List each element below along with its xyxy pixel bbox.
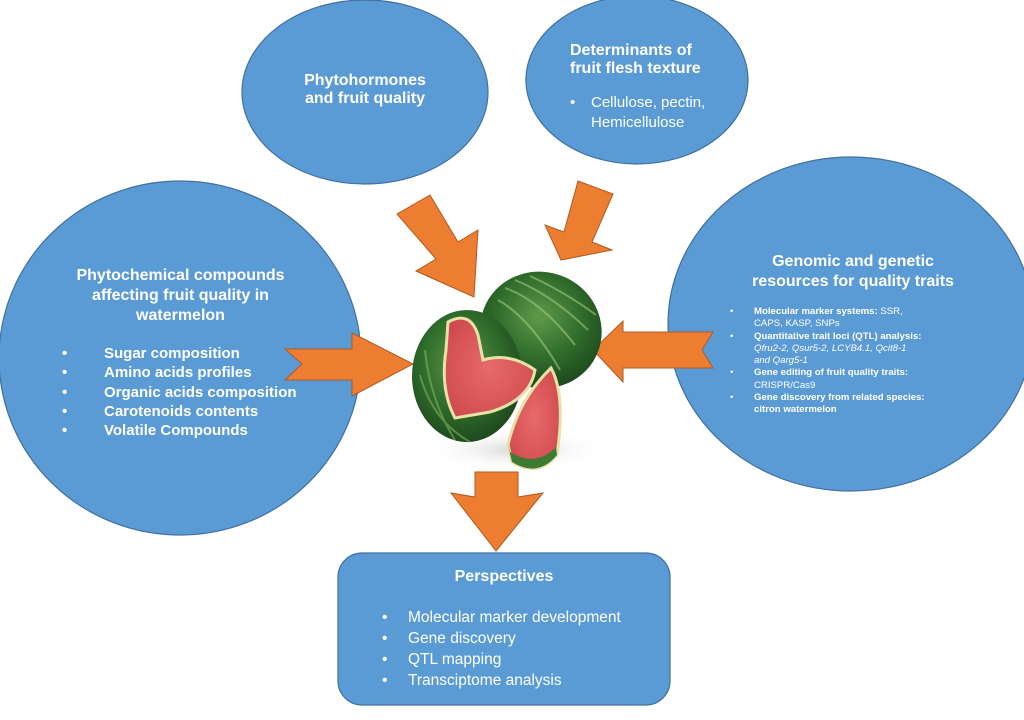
arrow-phytochemical-to-center xyxy=(283,332,415,397)
arrow-texture-to-center xyxy=(544,180,614,261)
genomic-list: • Molecular marker systems: SSR, CAPS, K… xyxy=(728,306,978,417)
list-item: • Gene editing of fruit quality traits: … xyxy=(730,367,909,391)
bubble-phytohormones xyxy=(241,0,489,185)
list-item: • Gene discovery from related species: c… xyxy=(730,392,925,416)
texture-list: • Cellulose, pectin, Hemicellulose xyxy=(564,93,724,133)
watermelon-flesh-cut xyxy=(442,316,537,420)
texture-title: Determinants of fruit flesh texture xyxy=(570,42,701,78)
bullet-icon: • xyxy=(382,630,388,648)
list-item: •Amino acids profiles xyxy=(62,364,252,382)
perspectives-list: •Molecular marker development •Gene disc… xyxy=(382,607,670,691)
list-item: •Transciptome analysis xyxy=(382,672,562,690)
list-item: • Cellulose, pectin, Hemicellulose xyxy=(570,93,706,131)
node-texture: Determinants of fruit flesh texture • Ce… xyxy=(564,42,724,133)
bullet-icon: • xyxy=(382,609,388,627)
bullet-icon: • xyxy=(62,345,68,362)
list-item: •Sugar composition xyxy=(62,345,240,362)
bullet-icon: • xyxy=(62,383,68,401)
arrow-genomic-to-center xyxy=(592,319,714,384)
arrow-phytohormones-to-center xyxy=(396,194,479,298)
genomic-title: Genomic and genetic resources for qualit… xyxy=(752,253,954,290)
bullet-icon: • xyxy=(730,330,734,342)
bullet-icon: • xyxy=(382,651,388,669)
watermelon-image xyxy=(412,271,610,472)
list-item: •Molecular marker development xyxy=(382,609,621,627)
list-item: • Quantitative trait loci (QTL) analysis… xyxy=(730,330,922,367)
list-item: •Organic acids composition xyxy=(62,383,297,401)
bullet-icon: • xyxy=(62,402,68,420)
bullet-icon: • xyxy=(730,367,734,379)
list-item: •Volatile Compounds xyxy=(62,422,248,440)
bubble-texture xyxy=(525,0,749,165)
node-genomic: Genomic and genetic resources for qualit… xyxy=(728,252,978,417)
list-item: • Molecular marker systems: SSR, CAPS, K… xyxy=(730,306,903,330)
bubble-genomic xyxy=(667,156,1024,492)
list-item: •QTL mapping xyxy=(382,651,502,669)
node-phytohormones: Phytohormones and fruit quality xyxy=(262,72,468,109)
bullet-icon: • xyxy=(570,93,576,111)
bullet-icon: • xyxy=(62,422,68,440)
arrow-center-to-perspectives xyxy=(449,471,545,552)
bullet-icon: • xyxy=(382,672,388,690)
list-item: •Carotenoids contents xyxy=(62,402,259,420)
perspectives-title: Perspectives xyxy=(454,568,554,585)
box-perspectives xyxy=(337,552,671,706)
phytohormones-title: Phytohormones and fruit quality xyxy=(304,72,426,108)
list-item: •Gene discovery xyxy=(382,630,516,648)
node-phytochemical: Phytochemical compounds affecting fruit … xyxy=(48,266,313,440)
bullet-icon: • xyxy=(730,306,734,317)
node-perspectives: Perspectives •Molecular marker developme… xyxy=(338,568,670,691)
bullet-icon: • xyxy=(730,392,734,404)
phytochemical-list: •Sugar composition •Amino acids profiles… xyxy=(62,344,313,440)
bullet-icon: • xyxy=(62,364,68,382)
phytochemical-title: Phytochemical compounds affecting fruit … xyxy=(76,267,285,324)
